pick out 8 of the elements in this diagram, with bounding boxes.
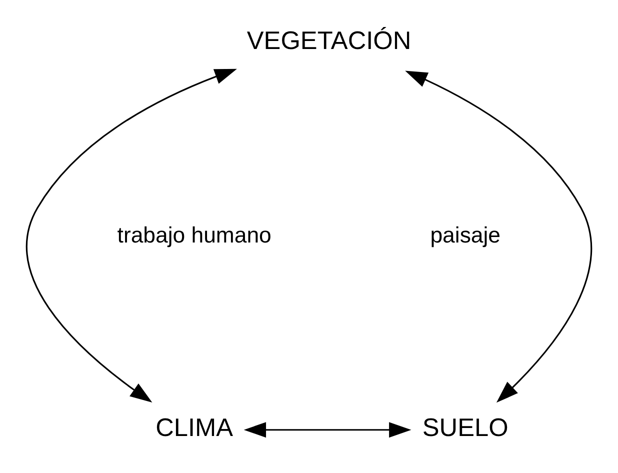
label: trabajo humano (117, 222, 272, 248)
node-text: SUELO (422, 414, 508, 442)
label: paisaje (430, 222, 500, 248)
arrow (405, 70, 592, 403)
arrow (26, 68, 237, 403)
arrow (244, 422, 412, 438)
node-text: VEGETACIÓN (246, 27, 412, 56)
node-text: CLIMA (156, 414, 234, 442)
